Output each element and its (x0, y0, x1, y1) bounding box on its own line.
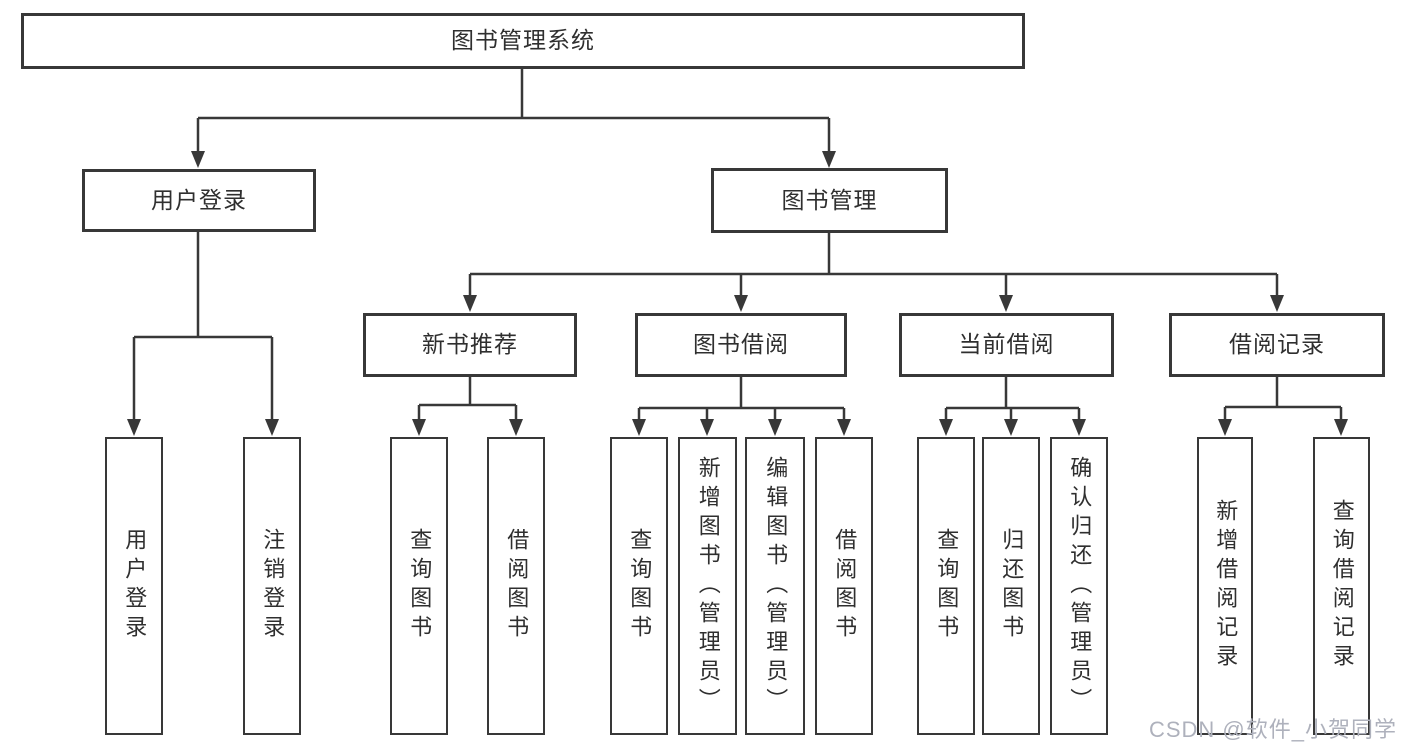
node-book-borrow: 图书借阅 (635, 313, 847, 377)
node-library-management-system: 图书管理系统 (21, 13, 1025, 69)
leaf-edit-book-admin: 编辑图书（管理员） (745, 437, 805, 735)
node-book-borrow-label: 图书借阅 (693, 331, 789, 358)
leaf-user-login: 用户登录 (105, 437, 163, 735)
leaf-return-book-label: 归还图书 (999, 528, 1025, 644)
leaf-borrow-books-recommend: 借阅图书 (487, 437, 545, 735)
node-user-login: 用户登录 (82, 169, 316, 232)
node-book-management-label: 图书管理 (781, 186, 878, 213)
arrowheads (127, 151, 1348, 436)
node-new-book-recommend: 新书推荐 (363, 313, 577, 377)
leaf-add-borrow-record-label: 新增借阅记录 (1213, 499, 1239, 673)
leaf-query-books-current-label: 查询图书 (934, 528, 960, 644)
leaf-query-books-current: 查询图书 (917, 437, 975, 735)
leaf-query-books-borrow: 查询图书 (610, 437, 668, 735)
leaf-logout-login-label: 注销登录 (260, 528, 286, 644)
node-new-book-recommend-label: 新书推荐 (422, 331, 518, 358)
leaf-borrow-books: 借阅图书 (815, 437, 873, 735)
node-borrow-records-label: 借阅记录 (1229, 331, 1325, 358)
leaf-query-borrow-record: 查询借阅记录 (1313, 437, 1370, 735)
leaf-confirm-return-admin-label: 确认归还（管理员） (1067, 455, 1093, 717)
leaf-edit-book-admin-label: 编辑图书（管理员） (763, 455, 789, 717)
leaf-query-books-borrow-label: 查询图书 (627, 528, 653, 644)
node-library-management-system-label: 图书管理系统 (451, 27, 595, 54)
leaf-add-book-admin: 新增图书（管理员） (678, 437, 737, 735)
leaf-user-login-label: 用户登录 (122, 528, 148, 644)
node-user-login-label: 用户登录 (151, 186, 247, 213)
csdn-watermark: CSDN @软件_小贺同学 (1148, 717, 1397, 742)
leaf-query-books-recommend-label: 查询图书 (407, 528, 433, 644)
leaf-confirm-return-admin: 确认归还（管理员） (1050, 437, 1108, 735)
node-book-management: 图书管理 (711, 168, 948, 233)
leaf-borrow-books-label: 借阅图书 (832, 528, 858, 644)
node-borrow-records: 借阅记录 (1169, 313, 1385, 377)
leaf-logout-login: 注销登录 (243, 437, 301, 735)
leaf-add-borrow-record: 新增借阅记录 (1197, 437, 1253, 735)
leaf-return-book: 归还图书 (982, 437, 1040, 735)
leaf-borrow-books-recommend-label: 借阅图书 (504, 528, 530, 644)
leaf-add-book-admin-label: 新增图书（管理员） (695, 455, 721, 717)
node-current-borrow-label: 当前借阅 (958, 331, 1055, 358)
leaf-query-books-recommend: 查询图书 (390, 437, 448, 735)
leaf-query-borrow-record-label: 查询借阅记录 (1329, 499, 1355, 673)
node-current-borrow: 当前借阅 (899, 313, 1114, 377)
